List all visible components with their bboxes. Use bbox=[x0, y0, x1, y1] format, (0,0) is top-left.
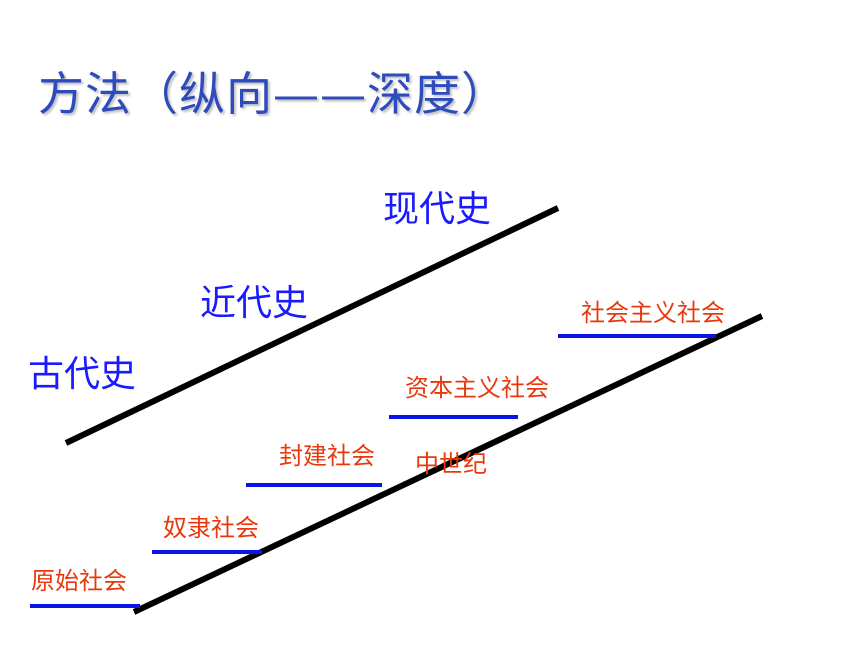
stage-label-socialist: 社会主义社会 bbox=[581, 299, 725, 327]
era-label-ancient: 古代史 bbox=[28, 354, 137, 395]
era-label-contemporary: 现代史 bbox=[383, 189, 492, 230]
era-label-modern: 近代史 bbox=[200, 283, 309, 324]
stage-label-medieval: 中世纪 bbox=[415, 450, 487, 478]
stage-label-primitive: 原始社会 bbox=[31, 567, 127, 595]
stage-label-capitalist: 资本主义社会 bbox=[405, 374, 549, 402]
page-title: 方法（纵向——深度） bbox=[38, 67, 508, 121]
stage-axis-line bbox=[132, 313, 764, 615]
stage-label-feudal: 封建社会 bbox=[279, 442, 375, 470]
stage-label-slave: 奴隶社会 bbox=[163, 514, 259, 542]
era-axis-line bbox=[64, 205, 560, 446]
